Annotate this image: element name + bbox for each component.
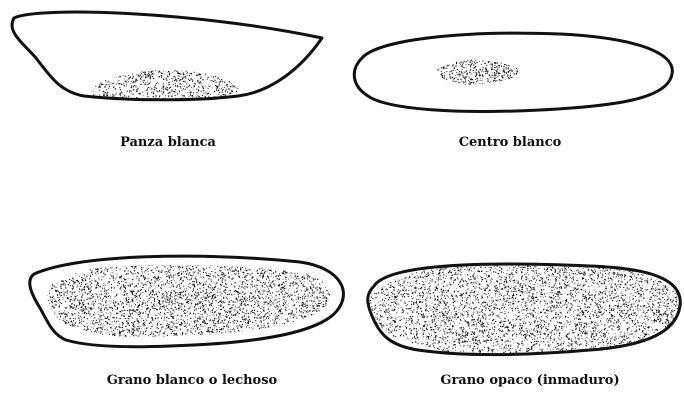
chalky-belly-stipple: [92, 70, 240, 115]
caption-panza-blanca: Panza blanca: [120, 135, 216, 150]
caption-centro-blanco: Centro blanco: [459, 135, 562, 150]
caption-grano-blanco-lechoso: Grano blanco o lechoso: [107, 373, 278, 388]
panel-grano-blanco-lechoso: Grano blanco o lechoso: [30, 256, 344, 388]
panel-centro-blanco: Centro blanco: [354, 33, 672, 150]
panel-panza-blanca: Panza blanca: [12, 12, 322, 150]
grain-outline-centro: [354, 33, 672, 111]
caption-grano-opaco: Grano opaco (inmaduro): [440, 373, 619, 388]
panel-grano-opaco: Grano opaco (inmaduro): [367, 258, 684, 388]
